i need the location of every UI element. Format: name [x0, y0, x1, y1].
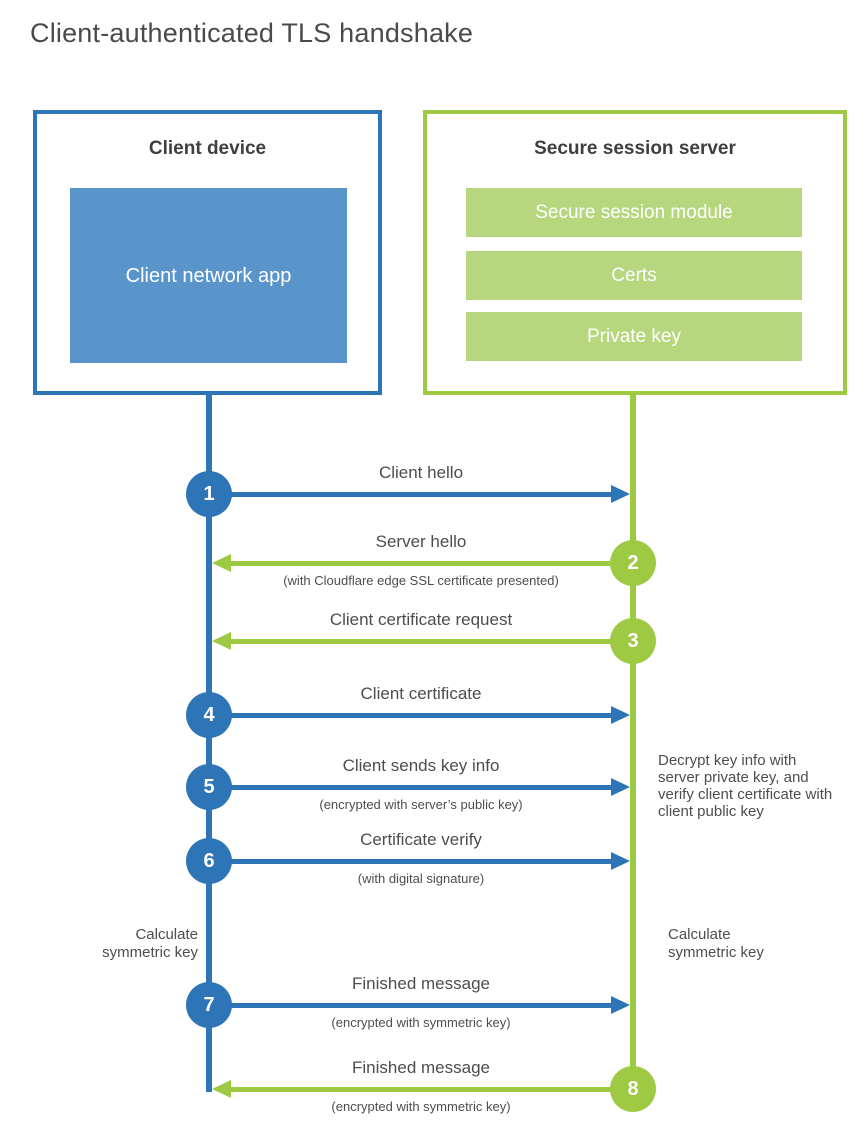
step-3-label: Client certificate request [329, 610, 513, 629]
step-3-badge: 3 [610, 618, 656, 664]
step-8-arrow-left-icon [212, 1079, 630, 1099]
step-4-arrow-right-icon [212, 705, 630, 725]
step-7-arrow-right-icon [212, 995, 630, 1015]
server-module-secure-session: Secure session module [466, 188, 802, 237]
step-3-arrow-left-icon [212, 631, 630, 651]
step-6-badge: 6 [186, 838, 232, 884]
step-5-sublabel: (encrypted with server’s public key) [319, 797, 523, 812]
server-module-private-key: Private key [466, 312, 802, 361]
server-module-certs: Certs [466, 251, 802, 300]
step-4-label: Client certificate [360, 684, 482, 703]
secure-session-server-title: Secure session server [534, 138, 736, 159]
step-2-label: Server hello [375, 532, 467, 551]
step-2-badge: 2 [610, 540, 656, 586]
step-4-badge: 4 [186, 692, 232, 738]
note-calculate-symmetric-key-server: Calculate symmetric key [668, 926, 764, 961]
step-5-arrow-right-icon [212, 777, 630, 797]
note-decrypt-key-info: Decrypt key info with server private key… [658, 752, 833, 820]
diagram-title: Client-authenticated TLS handshake [30, 18, 474, 48]
client-network-app-label: Client network app [125, 264, 292, 287]
step-1-label: Client hello [378, 463, 464, 482]
client-device-title: Client device [148, 138, 267, 159]
step-8-sublabel: (encrypted with symmetric key) [331, 1099, 511, 1114]
step-6-label: Certificate verify [360, 830, 482, 849]
step-7-label: Finished message [352, 974, 490, 993]
server-lifeline [630, 395, 636, 1092]
step-7-badge: 7 [186, 982, 232, 1028]
note-calculate-symmetric-key-client: Calculate symmetric key [102, 926, 198, 961]
step-8-badge: 8 [610, 1066, 656, 1112]
step-5-label: Client sends key info [342, 756, 500, 775]
step-7-sublabel: (encrypted with symmetric key) [331, 1015, 511, 1030]
step-1-arrow-right-icon [212, 484, 630, 504]
step-2-arrow-left-icon [212, 553, 630, 573]
step-8-label: Finished message [352, 1058, 490, 1077]
step-1-badge: 1 [186, 471, 232, 517]
step-2-sublabel: (with Cloudflare edge SSL certificate pr… [283, 573, 559, 588]
step-6-sublabel: (with digital signature) [357, 871, 485, 886]
step-6-arrow-right-icon [212, 851, 630, 871]
client-lifeline [206, 395, 212, 1092]
client-network-app-box: Client network app [70, 188, 347, 363]
step-5-badge: 5 [186, 764, 232, 810]
